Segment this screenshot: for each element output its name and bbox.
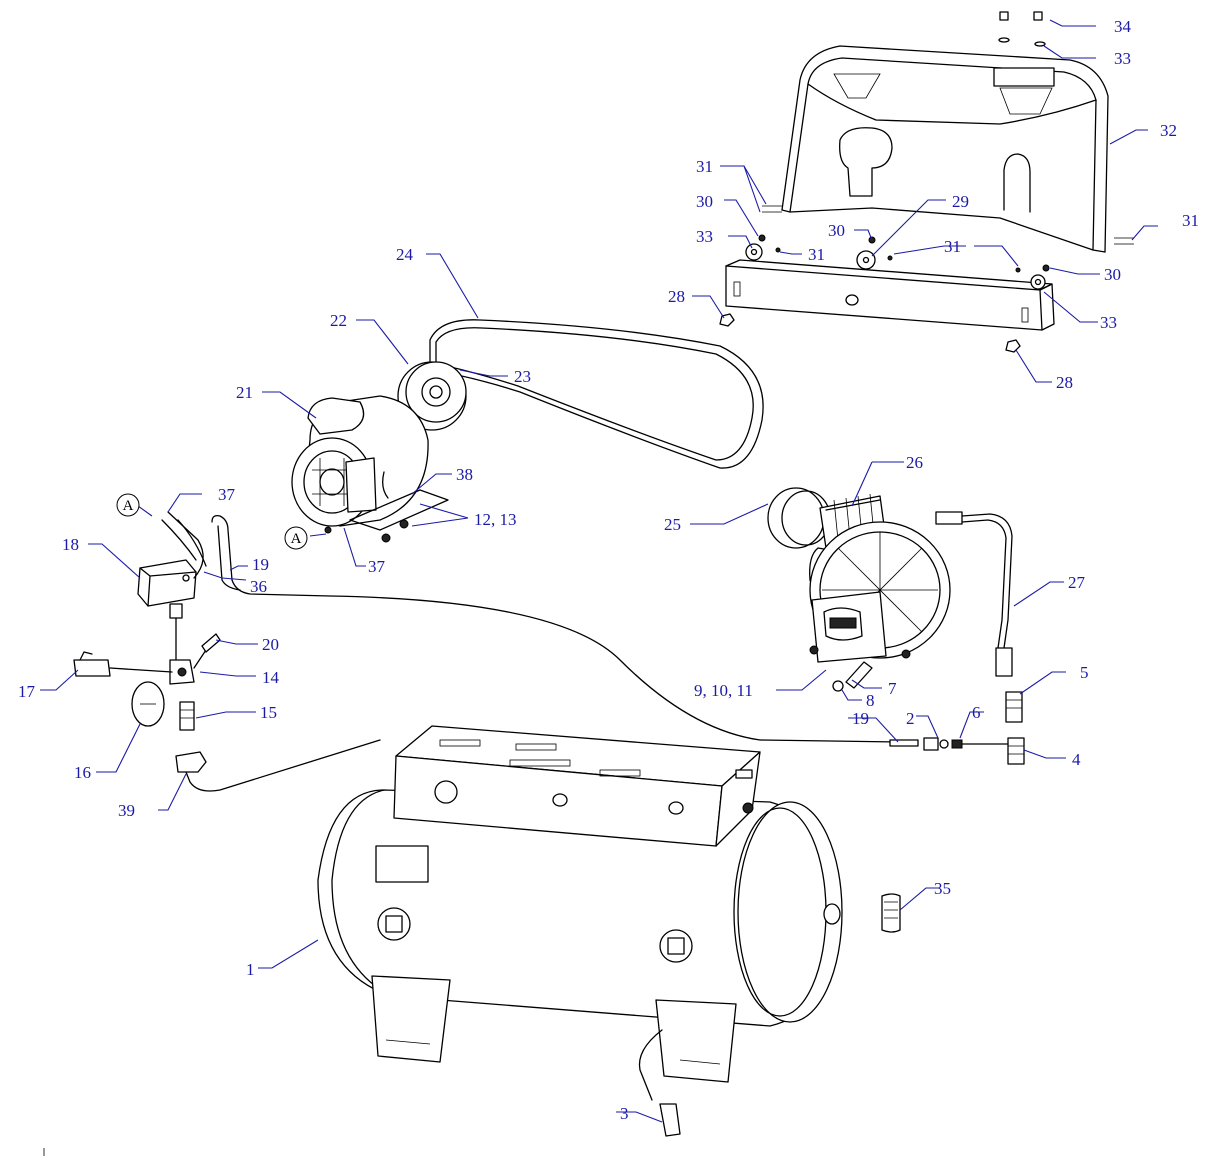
callout-26: 26: [906, 453, 923, 472]
electric-motor: [291, 395, 449, 543]
reference-marker-label: A: [123, 498, 134, 514]
callout-28-lower: 28: [1056, 373, 1073, 392]
reference-marker-label: A: [291, 531, 302, 547]
drive-belt: [429, 319, 764, 469]
callout-9-10-11: 9, 10, 11: [694, 681, 753, 700]
callout-18: 18: [62, 535, 79, 554]
callout-16: 16: [74, 763, 91, 782]
air-tank: [317, 789, 901, 1137]
callout-12-13: 12, 13: [474, 510, 517, 529]
callout-19-upper: 19: [252, 555, 269, 574]
callout-37-upper: 37: [218, 485, 236, 504]
callout-33-left: 33: [696, 227, 713, 246]
callout-1: 1: [246, 960, 255, 979]
reference-markers: A A: [116, 493, 308, 550]
reference-marker-a-lower: A: [284, 526, 308, 550]
tank-platform: [393, 725, 761, 847]
callout-3: 3: [620, 1104, 629, 1123]
callout-2: 2: [906, 709, 915, 728]
callout-32: 32: [1160, 121, 1177, 140]
callout-7: 7: [888, 679, 897, 698]
callout-17: 17: [18, 682, 36, 701]
reference-marker-a-upper: A: [116, 493, 140, 517]
callout-30-middle: 30: [828, 221, 845, 240]
belt-guard: [781, 45, 1109, 253]
callout-31-top-left: 31: [696, 157, 713, 176]
callout-29: 29: [952, 192, 969, 211]
callout-25: 25: [664, 515, 681, 534]
callout-19-lower: 19: [852, 709, 869, 728]
callout-37-lower: 37: [368, 557, 386, 576]
belt-guard-bracket: [725, 259, 1055, 331]
callout-21: 21: [236, 383, 253, 402]
bracket-hardware: [719, 11, 1134, 353]
callout-14: 14: [262, 668, 280, 687]
callout-36: 36: [250, 577, 267, 596]
callout-22: 22: [330, 311, 347, 330]
callout-38: 38: [456, 465, 473, 484]
callout-15: 15: [260, 703, 277, 722]
callout-31-right: 31: [1182, 211, 1199, 230]
callout-6: 6: [972, 703, 981, 722]
callout-labels: 1 2 3 4 5 6 7 8 9, 10, 11 12, 13 14 15 1…: [18, 17, 1199, 1123]
compressor-pump: [767, 487, 951, 692]
callout-39: 39: [118, 801, 135, 820]
discharge-tube: [935, 511, 1013, 677]
callout-34: 34: [1114, 17, 1132, 36]
callout-30-left: 30: [696, 192, 713, 211]
callout-27: 27: [1068, 573, 1086, 592]
callout-31-middle: 31: [944, 237, 961, 256]
callout-5: 5: [1080, 663, 1089, 682]
callout-31-left: 31: [808, 245, 825, 264]
callout-20: 20: [262, 635, 279, 654]
pressure-switch-assembly: [73, 511, 381, 792]
callout-24: 24: [396, 245, 414, 264]
callout-28-upper: 28: [668, 287, 685, 306]
callout-35: 35: [934, 879, 951, 898]
callout-23: 23: [514, 367, 531, 386]
callout-4: 4: [1072, 750, 1081, 769]
callout-30-right: 30: [1104, 265, 1121, 284]
callout-33-top: 33: [1114, 49, 1131, 68]
check-valve-fittings: [1005, 691, 1025, 765]
callout-8: 8: [866, 691, 875, 710]
callout-33-right: 33: [1100, 313, 1117, 332]
leader-lines: [40, 19, 1158, 1156]
